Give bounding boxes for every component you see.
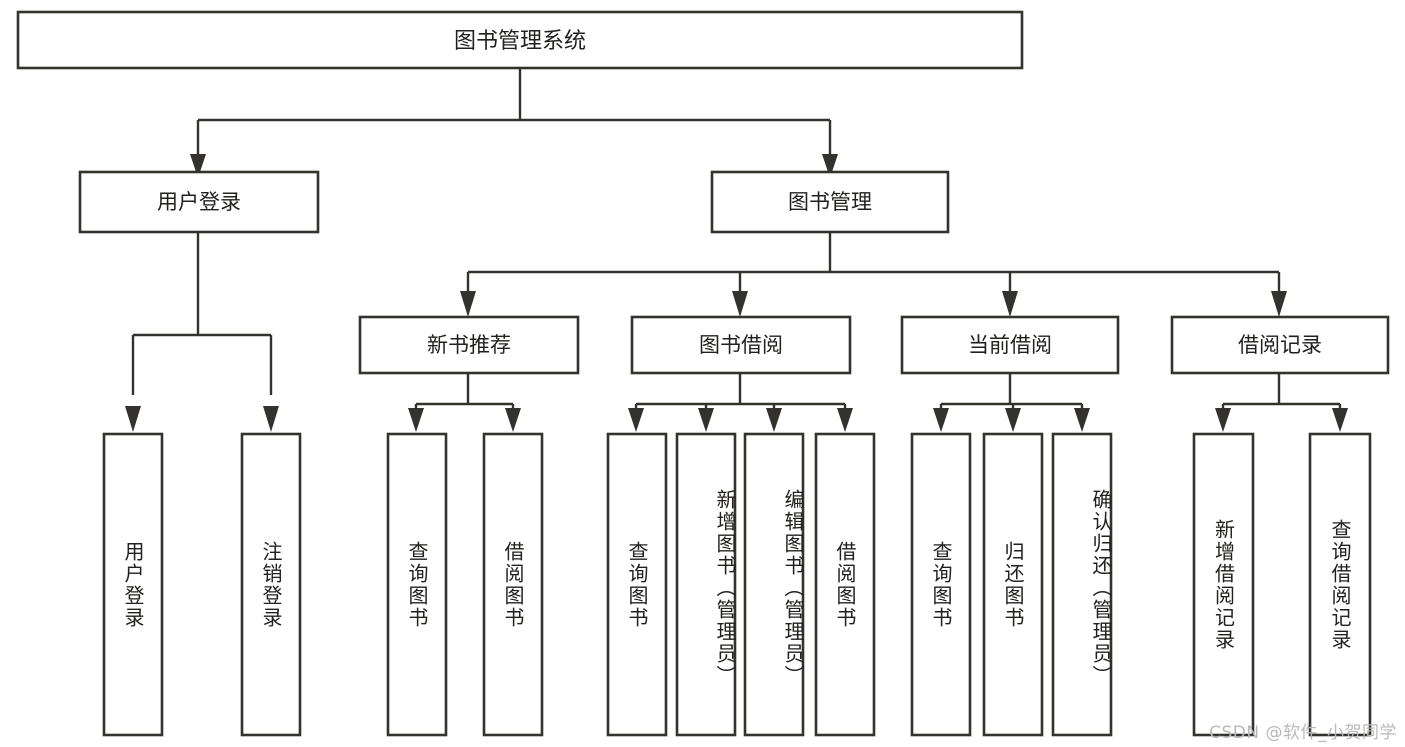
leaf-box-add-book[interactable] <box>675 432 737 737</box>
node-current-borrow-box[interactable] <box>900 315 1120 375</box>
arrow-to-leaf-confirm-return <box>1074 408 1090 432</box>
leaf-box-query-book-2[interactable] <box>606 432 668 737</box>
arrow-to-leaf-user-login <box>125 406 141 432</box>
node-new-book-box[interactable] <box>358 315 580 375</box>
arrow-to-leaf-logout <box>263 406 279 432</box>
connector-root-to-level1 <box>190 68 838 178</box>
arrow-to-current-borrow <box>1002 291 1018 317</box>
leaf-box-confirm-return[interactable] <box>1051 432 1113 737</box>
node-user-login-box[interactable] <box>78 170 320 234</box>
node-new-book[interactable]: 新书推荐 <box>358 315 580 375</box>
node-book-borrow-box[interactable] <box>630 315 852 375</box>
leaf-boxes-user-login <box>102 432 302 737</box>
node-root-box[interactable] <box>16 10 1024 70</box>
watermark-text: CSDN @软件_小贺同学 <box>1209 723 1397 743</box>
leaf-box-user-login[interactable] <box>102 432 164 737</box>
arrow-to-user-login <box>190 154 206 178</box>
arrow-to-leaf-edit-book <box>766 408 782 432</box>
connector-borrowrecord-to-leaves <box>1215 372 1348 432</box>
node-borrow-record-box[interactable] <box>1170 315 1390 375</box>
node-root[interactable]: 图书管理系统 <box>16 10 1024 70</box>
leaf-box-edit-book[interactable] <box>743 432 805 737</box>
connector-bookmanage-to-level2 <box>460 232 1287 317</box>
node-borrow-record[interactable]: 借阅记录 <box>1170 315 1390 375</box>
connector-bookborrow-to-leaves <box>628 372 853 432</box>
arrow-to-book-borrow <box>732 291 748 317</box>
arrow-to-leaf-return-book <box>1005 408 1021 432</box>
node-current-borrow[interactable]: 当前借阅 <box>900 315 1120 375</box>
connector-newbook-to-leaves <box>408 372 521 432</box>
arrow-to-leaf-add-record <box>1215 408 1231 432</box>
arrow-to-new-book <box>460 291 476 317</box>
leaf-box-return-book[interactable] <box>982 432 1044 737</box>
node-book-manage[interactable]: 图书管理 <box>710 170 950 234</box>
arrow-to-leaf-query-book-3 <box>933 408 949 432</box>
node-book-borrow[interactable]: 图书借阅 <box>630 315 852 375</box>
connector-userlogin-to-leaves <box>125 232 279 432</box>
node-book-manage-label: 图书管理 <box>788 190 872 214</box>
node-root-label: 图书管理系统 <box>454 29 586 54</box>
node-current-borrow-label: 当前借阅 <box>968 333 1052 357</box>
node-borrow-record-label: 借阅记录 <box>1238 333 1322 357</box>
arrow-to-book-manage <box>822 154 838 178</box>
leaf-boxes-borrow-record <box>1192 432 1372 737</box>
leaf-box-query-book-1[interactable] <box>386 432 448 737</box>
arrow-to-leaf-query-record <box>1332 408 1348 432</box>
node-book-borrow-label: 图书借阅 <box>699 333 783 357</box>
leaf-boxes-new-book <box>386 432 544 737</box>
arrow-to-leaf-query-book-1 <box>408 408 424 432</box>
arrow-to-borrow-record <box>1271 291 1287 317</box>
node-book-manage-box[interactable] <box>710 170 950 234</box>
leaf-boxes-current-borrow <box>910 432 1113 737</box>
arrow-to-leaf-borrow-book-2 <box>837 408 853 432</box>
leaf-box-borrow-book-2[interactable] <box>814 432 876 737</box>
leaf-box-query-record[interactable] <box>1308 432 1372 737</box>
arrow-to-leaf-query-book-2 <box>628 408 644 432</box>
arrow-to-leaf-borrow-book-1 <box>505 408 521 432</box>
node-user-login[interactable]: 用户登录 <box>78 170 320 234</box>
leaf-box-query-book-3[interactable] <box>910 432 972 737</box>
leaf-boxes-book-borrow <box>606 432 876 737</box>
node-user-login-label: 用户登录 <box>157 190 241 214</box>
arrow-to-leaf-add-book <box>698 408 714 432</box>
leaf-box-borrow-book-1[interactable] <box>482 432 544 737</box>
leaf-box-logout[interactable] <box>240 432 302 737</box>
connector-currentborrow-to-leaves <box>933 372 1090 432</box>
node-new-book-label: 新书推荐 <box>427 333 511 357</box>
leaf-box-add-record[interactable] <box>1192 432 1255 737</box>
